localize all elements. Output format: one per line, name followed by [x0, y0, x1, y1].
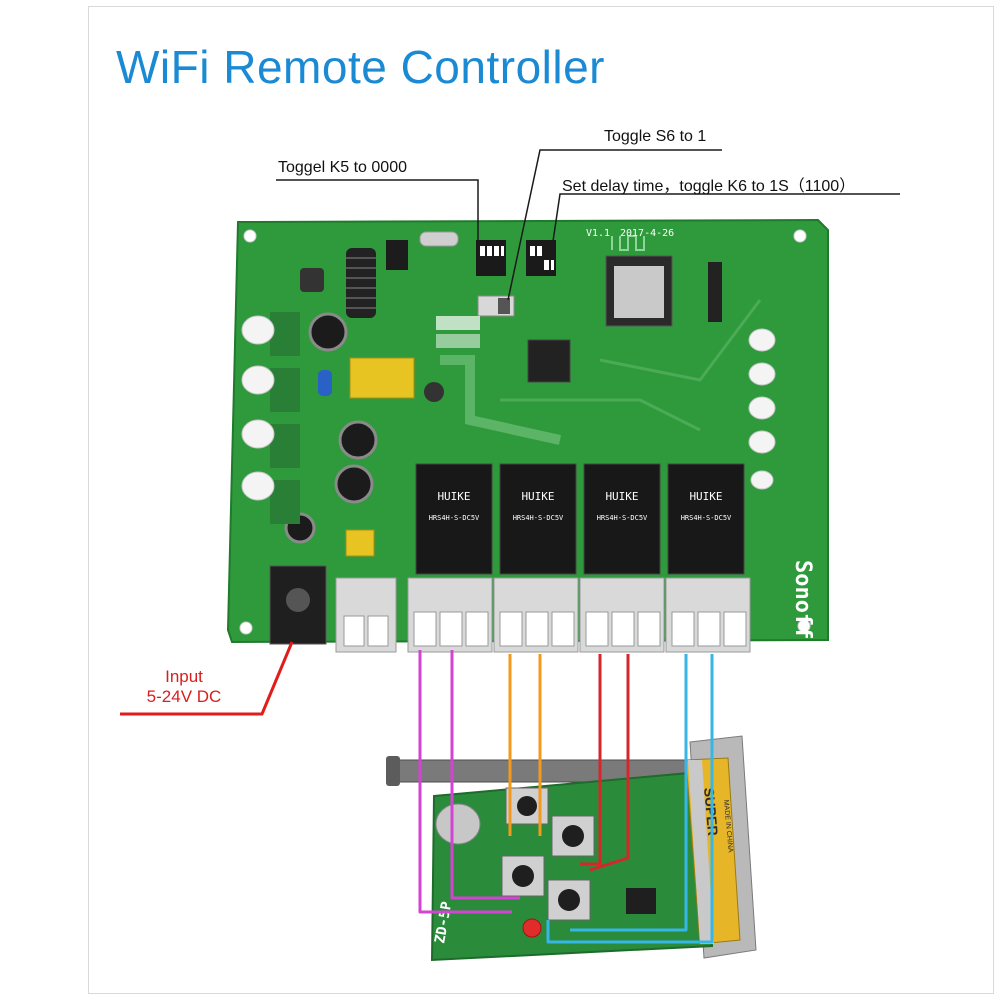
leader-s6 — [507, 149, 722, 301]
board-date: 2017-4-26 — [620, 228, 674, 239]
dip-switch-k5 — [476, 240, 506, 276]
terminal-block-3 — [579, 577, 665, 653]
terminal-block-4 — [665, 577, 751, 653]
slide-switch-s6 — [477, 295, 515, 317]
wire-ch1-b — [450, 650, 520, 900]
annotation-k6: Set delay time，toggle K6 to 1S（1100） — [562, 178, 856, 195]
input-label-line2: 5-24V DC — [146, 687, 222, 706]
wifi-module — [605, 235, 673, 327]
wires — [120, 641, 714, 944]
remote-button-b — [551, 815, 595, 857]
dip-switch-k6 — [526, 240, 556, 276]
input-label-line1: Input — [165, 667, 203, 686]
relay-brand-label: HUIKE — [689, 490, 722, 503]
relay-2: HUIKE HRS4H-S-DC5V — [499, 463, 577, 575]
sonoff-4ch-pro-board: HUIKE HRS4H-S-DC5V HUIKE HRS4H-S-DC5V HU… — [226, 218, 829, 653]
relay-brand-label: HUIKE — [521, 490, 554, 503]
relay-model-label: HRS4H-S-DC5V — [513, 514, 564, 522]
capacitor — [284, 312, 444, 544]
dc-power-jack — [269, 565, 327, 645]
antenna-coil — [346, 248, 376, 318]
relay-brand-label: HUIKE — [437, 490, 470, 503]
terminal-block-power — [335, 577, 397, 653]
page-title: WiFi Remote Controller — [116, 41, 605, 93]
wire-ch4-a — [570, 654, 688, 932]
relay-brand-label: HUIKE — [605, 490, 638, 503]
relay-3: HUIKE HRS4H-S-DC5V — [583, 463, 661, 575]
battery-sub-label: MADE IN CHINA — [722, 800, 734, 854]
wire-ch3-a — [580, 654, 602, 866]
remote-button-c — [501, 855, 545, 897]
relay-model-label: HRS4H-S-DC5V — [597, 514, 648, 522]
rf-remote: ZD-5P SUPER MADE IN CHINA — [386, 735, 757, 962]
left-indicator-leds — [241, 312, 300, 524]
remote-button-d — [547, 879, 591, 921]
leader-k6 — [551, 193, 900, 249]
wire-ch1-a — [418, 650, 512, 914]
terminal-block-2 — [493, 577, 579, 653]
relay-model-label: HRS4H-S-DC5V — [681, 514, 732, 522]
input-power-wire — [120, 641, 294, 716]
board-version: V1.1 — [586, 228, 610, 239]
input-label: Input 5-24V DC — [124, 667, 244, 707]
annotation-s6: Toggle S6 to 1 — [604, 128, 707, 145]
leader-k5 — [276, 179, 479, 248]
relay-1: HUIKE HRS4H-S-DC5V — [415, 463, 493, 575]
annotation-k5: Toggel K5 to 0000 — [278, 159, 407, 176]
remote-button-a — [505, 787, 549, 825]
terminal-block-1 — [407, 577, 493, 653]
sonoff-logo: Sonoff — [790, 560, 815, 639]
annotation-leaders — [276, 149, 900, 301]
relay-model-label: HRS4H-S-DC5V — [429, 514, 480, 522]
wire-ch3-b — [589, 654, 630, 872]
right-indicator-leds — [748, 328, 776, 490]
wire-ch4-b — [546, 654, 714, 944]
relay-4: HUIKE HRS4H-S-DC5V — [667, 463, 745, 575]
